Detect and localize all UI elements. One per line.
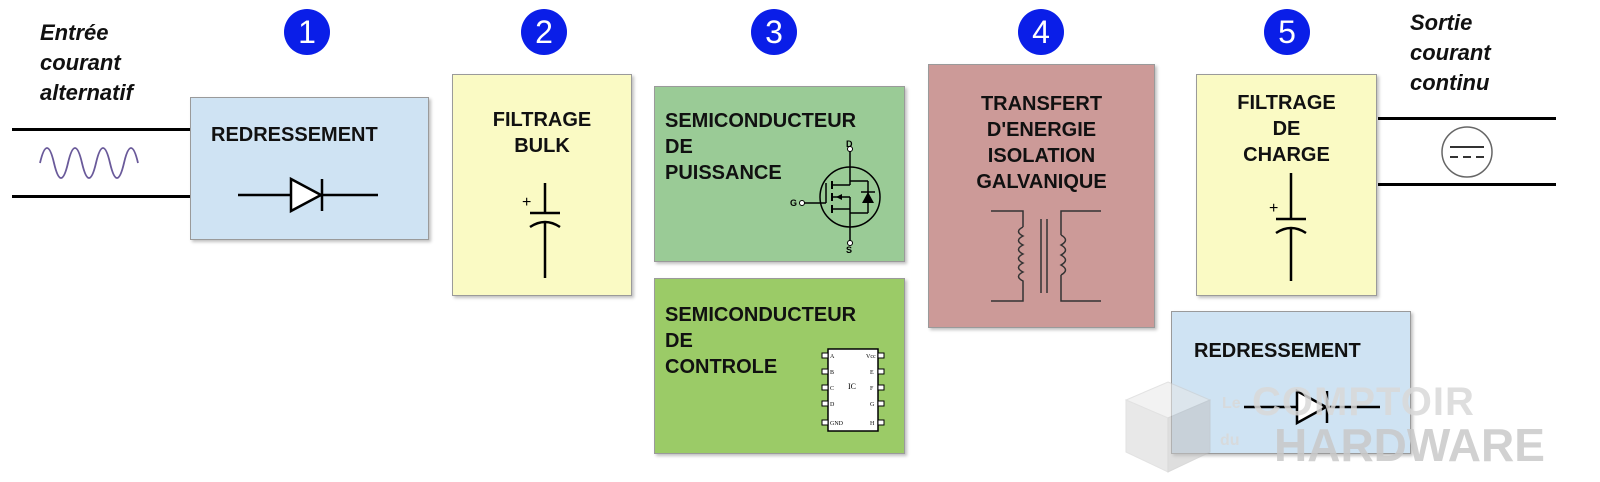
redressement-block: REDRESSEMENT (190, 97, 429, 240)
svg-text:H: H (870, 421, 875, 427)
capacitor-icon: + (522, 183, 561, 278)
watermark-hardware: HARDWARE (1274, 419, 1545, 471)
semiconducteur-puissance-block: SEMICONDUCTEUR DE PUISSANCE D G S (654, 86, 905, 262)
svg-text:D: D (846, 139, 853, 149)
svg-text:E: E (870, 370, 874, 376)
transfert-energie-title: TRANSFERT D'ENERGIE ISOLATION GALVANIQUE (976, 93, 1107, 193)
svg-text:F: F (870, 386, 874, 392)
dc-symbol-icon (1441, 126, 1493, 178)
input-label: Entrée courant alternatif (40, 20, 133, 105)
svg-text:D: D (830, 402, 835, 408)
redressement-block-2: REDRESSEMENT (1171, 311, 1411, 454)
transformer-icon (991, 210, 1101, 302)
svg-text:GND: GND (830, 421, 844, 427)
svg-text:G: G (870, 402, 875, 408)
mosfet-icon: D G S (790, 139, 881, 255)
step-4-badge: 4 (1018, 9, 1064, 55)
step-5-badge: 5 (1264, 9, 1310, 55)
svg-text:Vcc: Vcc (866, 354, 876, 360)
filtrage-bulk-block: FILTRAGE BULK + (452, 74, 632, 296)
svg-text:+: + (522, 194, 531, 211)
semiconducteur-controle-title: SEMICONDUCTEUR DE CONTROLE (665, 304, 857, 378)
filtrage-charge-block: FILTRAGE DE CHARGE + (1196, 74, 1377, 296)
diode-icon (238, 176, 378, 214)
svg-text:G: G (790, 198, 797, 208)
watermark-comptoir: COMPTOIR (1252, 380, 1475, 424)
step-2-badge: 2 (521, 9, 567, 55)
svg-text:C: C (830, 386, 834, 392)
capacitor-icon-2: + (1269, 173, 1307, 281)
output-wire-bottom (1378, 183, 1556, 186)
redressement-title-2: REDRESSEMENT (1194, 340, 1361, 362)
step-3-badge: 3 (751, 9, 797, 55)
transfert-energie-block: TRANSFERT D'ENERGIE ISOLATION GALVANIQUE (928, 64, 1155, 328)
output-label: Sortie courant continu (1410, 10, 1491, 95)
input-wire-top (12, 128, 192, 131)
semiconducteur-controle-block: SEMICONDUCTEUR DE CONTROLE A B C D GND V… (654, 278, 905, 454)
svg-text:B: B (830, 370, 834, 376)
step-1-badge: 1 (284, 9, 330, 55)
svg-text:IC: IC (848, 382, 856, 391)
redressement-title: REDRESSEMENT (211, 124, 378, 146)
integrated-circuit-icon: A B C D GND Vcc E F G H IC (821, 348, 885, 432)
filtrage-charge-title: FILTRAGE DE CHARGE (1237, 92, 1336, 166)
svg-text:A: A (830, 354, 835, 360)
watermark-small-le: Le (1222, 395, 1241, 412)
input-wire-bottom (12, 195, 192, 198)
svg-text:S: S (846, 245, 852, 255)
output-wire-top (1378, 117, 1556, 120)
semiconducteur-puissance-title: SEMICONDUCTEUR DE PUISSANCE (665, 110, 857, 184)
diode-icon-2 (1244, 388, 1380, 426)
watermark-small-du: du (1220, 432, 1240, 449)
svg-text:+: + (1269, 200, 1278, 217)
watermark-cube-logo (1124, 381, 1212, 473)
filtrage-bulk-title: FILTRAGE BULK (492, 109, 592, 157)
ac-sine-wave-icon (39, 147, 139, 179)
